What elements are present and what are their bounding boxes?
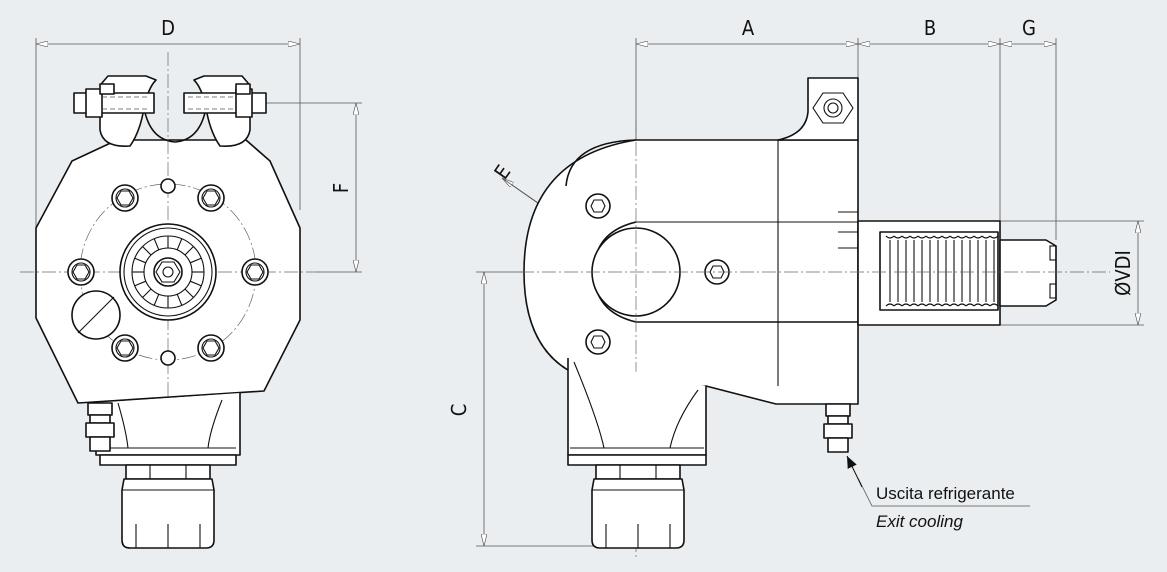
dim-f-label: F [329,183,353,193]
dim-d-label: D [161,16,175,40]
dim-a-label: A [742,16,755,40]
front-spindle [119,223,217,321]
clamp-bolt-left [73,88,155,118]
front-lower-shank [95,393,241,549]
side-view [476,38,1144,560]
dim-e-label: E [489,160,515,183]
dim-vdi-label: ØVDI [1111,250,1135,296]
front-screws [67,178,269,366]
side-lower-shank [567,358,707,549]
dim-c-label: C [447,404,471,417]
front-coolant-fitting [85,402,115,452]
dim-g-label: G [1022,16,1036,40]
vdi-shank [857,220,1057,326]
dim-b-label: B [924,16,936,40]
side-coolant-fitting [823,403,853,453]
callout-label-en: Exit cooling [876,512,963,531]
front-view [20,38,362,549]
clamp-bolt-right [183,88,267,118]
side-top-lug [777,77,859,141]
exit-cooling-arrow [846,455,863,488]
callout-label-it: Uscita refrigerante [876,484,1015,503]
